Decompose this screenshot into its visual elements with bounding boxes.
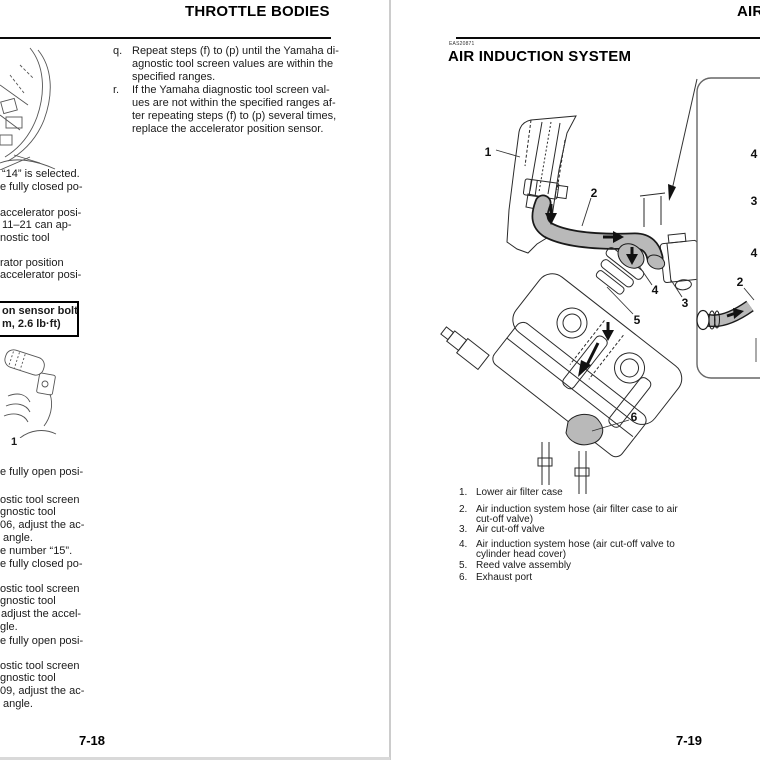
step-line: agnostic tool screen values are within t… — [132, 58, 334, 70]
part-number: 2. — [459, 504, 468, 515]
text-fragment: accelerator posi- — [0, 207, 82, 219]
step-label: q. — [113, 45, 123, 57]
callout-3: 3 — [682, 296, 689, 310]
step-line: If the Yamaha diagnostic tool screen val… — [132, 84, 330, 96]
step-label: r. — [113, 84, 120, 96]
text-fragment: angle. — [3, 532, 33, 544]
callout-5: 5 — [634, 313, 641, 327]
step-q: q. Repeat steps (f) to (p) until the Yam… — [113, 45, 339, 84]
throttle-grip-figure — [3, 349, 57, 438]
text-fragment: e fully closed po- — [0, 181, 83, 193]
left-page-header: THROTTLE BODIES — [185, 3, 330, 20]
text-fragment: ostic tool screen — [0, 583, 80, 595]
text-fragment: e number “15”. — [0, 545, 73, 557]
text-fragment: 09, adjust the ac- — [0, 685, 85, 697]
text-fragment: “14” is selected. — [2, 168, 80, 180]
text-fragment: e fully closed po- — [0, 558, 83, 570]
right-header-rule — [456, 37, 760, 39]
air-cutoff-valve — [659, 232, 702, 291]
text-fragment: gnostic tool — [0, 506, 56, 518]
cylinder-head-figure — [440, 273, 683, 494]
inset-callout-2: 2 — [737, 275, 744, 289]
part-label: Air induction system hose (air cut-off v… — [476, 539, 675, 550]
text-fragment: gle. — [0, 621, 18, 633]
part-number: 1. — [459, 487, 468, 498]
text-fragment: ostic tool screen — [0, 660, 80, 672]
flow-arrowheads — [545, 213, 638, 377]
text-fragment: angle. — [3, 698, 33, 710]
inset-flow-arrowhead — [733, 308, 744, 319]
callout-leaders — [495, 149, 755, 432]
exhaust-port — [565, 413, 604, 446]
callout-6: 6 — [631, 410, 638, 424]
part-label: Lower air filter case — [476, 487, 563, 498]
text-fragment: rator position — [0, 257, 64, 269]
step-line: Repeat steps (f) to (p) until the Yamaha… — [132, 45, 339, 57]
text-fragment: gnostic tool — [0, 672, 56, 684]
text-fragment: e fully open posi- — [0, 466, 84, 478]
inset-callout-4b: 4 — [751, 246, 758, 260]
part-number: 6. — [459, 572, 468, 583]
step-r: r. If the Yamaha diagnostic tool screen … — [113, 84, 336, 136]
text-fragment: adjust the accel- — [1, 608, 82, 620]
text-fragment: gnostic tool — [0, 595, 56, 607]
right-page-number: 7-19 — [676, 733, 703, 748]
section-title: AIR INDUCTION SYSTEM — [448, 48, 632, 65]
figure-callout-1: 1 — [11, 436, 18, 448]
part-label: Reed valve assembly — [476, 560, 572, 571]
text-fragment: accelerator posi- — [0, 269, 82, 281]
inset-leader-arrow — [671, 78, 698, 191]
part-label: Air induction system hose (air filter ca… — [476, 504, 678, 515]
part-number: 4. — [459, 539, 468, 550]
text-fragment: nostic tool — [0, 232, 50, 244]
part-number: 3. — [459, 524, 468, 535]
callout-1: 1 — [485, 145, 492, 159]
inset-detail-box — [696, 77, 760, 379]
inset-callout-3: 3 — [751, 194, 758, 208]
scan-edge — [0, 757, 390, 760]
part-label: Air cut-off valve — [476, 524, 545, 535]
left-page-number: 7-18 — [79, 733, 106, 748]
step-line: ues are not within the specified ranges … — [132, 97, 336, 109]
part-label-cont: cut-off valve) — [476, 514, 534, 525]
part-number: 5. — [459, 560, 468, 571]
throttle-body-figure — [0, 47, 56, 170]
callout-2: 2 — [591, 186, 598, 200]
torque-spec-box: on sensor bolt m, 2.6 lb·ft) — [0, 301, 79, 337]
step-line: ter repeating steps (f) to (p) several t… — [132, 110, 337, 122]
part-label: Exhaust port — [476, 572, 533, 583]
section-code: EAS20871 — [449, 41, 475, 47]
torque-spec-line: m, 2.6 lb·ft) — [2, 318, 61, 330]
left-header-rule — [0, 37, 331, 39]
callout-4: 4 — [652, 283, 659, 297]
flow-arrow — [549, 204, 634, 368]
part-label-cont: cylinder head cover) — [476, 549, 567, 560]
text-fragment: e fully open posi- — [0, 635, 84, 647]
air-hose — [533, 196, 662, 265]
inset-callout-4a: 4 — [751, 147, 758, 161]
torque-spec-line: on sensor bolt — [2, 305, 78, 317]
step-line: specified ranges. — [132, 71, 216, 83]
page-divider — [389, 0, 391, 760]
text-fragment: 11–21 can ap- — [2, 219, 72, 231]
text-fragment: ostic tool screen — [0, 494, 80, 506]
right-page-header-fragment: AIR — [737, 3, 760, 20]
text-fragment: 06, adjust the ac- — [0, 519, 85, 531]
air-induction-diagram: 1 2 3 4 5 6 4 3 4 2 — [440, 77, 760, 494]
step-line: replace the accelerator position sensor. — [132, 123, 324, 135]
